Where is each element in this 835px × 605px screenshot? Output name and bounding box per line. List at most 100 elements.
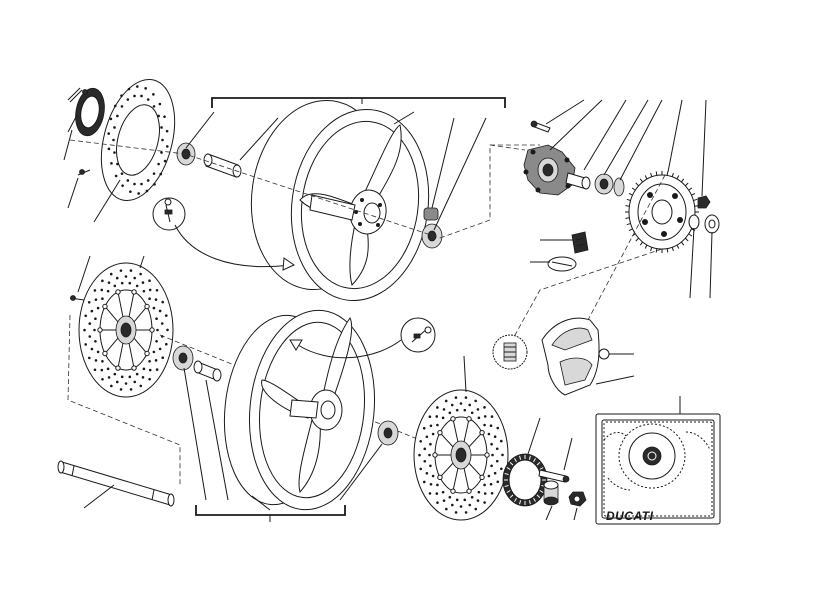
disc-hole (450, 403, 454, 407)
sprocket-cover-plate: DUCATI (595, 413, 721, 525)
disc-rivet (466, 488, 472, 494)
sprocket-tooth (644, 175, 648, 180)
disc-hole (444, 399, 448, 403)
disc-hole (144, 87, 147, 90)
disc-hole (493, 435, 497, 438)
disc-carrier-spoke (117, 291, 124, 317)
disc-rivet (144, 303, 150, 310)
disc-hole (106, 367, 110, 371)
disc-hole (83, 328, 86, 332)
sprocket-tooth (625, 205, 630, 207)
disc-hole (483, 406, 486, 409)
disc-hole (164, 314, 168, 317)
disc-hole (140, 182, 143, 186)
disc-hole (161, 300, 165, 304)
disc-hole (493, 471, 497, 475)
disc-hole (477, 416, 481, 420)
tone-wheel-slot (504, 473, 509, 476)
sprocket-tooth (684, 237, 689, 242)
disc-hole (126, 98, 130, 101)
disc-hole (148, 297, 151, 301)
sprocket-tooth (688, 233, 693, 237)
disc-rivet (115, 365, 121, 371)
disc-hole (454, 396, 458, 399)
disc-hole (101, 279, 104, 283)
disc-hole (129, 190, 132, 193)
sprocket-tooth (639, 241, 644, 246)
disc-hole (154, 298, 158, 301)
disc-hole (489, 424, 493, 428)
disc-hole (120, 172, 124, 175)
brand-logo-text: DUCATI (606, 509, 654, 523)
disc-hole (110, 162, 113, 165)
disc-carrier-spoke (117, 343, 124, 369)
front-brake-disc-left (69, 262, 174, 398)
disc-hole (429, 442, 432, 446)
disc-hole (490, 442, 493, 446)
sprocket-tooth (635, 237, 640, 242)
disc-hole (94, 339, 97, 343)
disc-hole (156, 328, 159, 332)
front-wheel (223, 309, 376, 511)
sprocket-tooth (635, 182, 640, 187)
disc-rivet (450, 488, 456, 494)
disc-hole (100, 368, 104, 372)
disc-hole (101, 297, 104, 301)
sprocket-tooth (626, 222, 631, 226)
disc-hole (496, 480, 500, 484)
disc-hole (106, 289, 110, 293)
disc-hole (419, 439, 422, 443)
disc-hole (110, 384, 113, 388)
disc-hole (139, 272, 142, 276)
sprocket-tooth (631, 187, 636, 191)
sprocket-tooth (625, 217, 630, 219)
disc-hole (135, 284, 139, 288)
disc-hole (114, 174, 118, 178)
disc-hole (152, 105, 156, 108)
disc-hole (101, 377, 104, 381)
disc-hole (468, 403, 472, 407)
disc-hole (163, 159, 167, 163)
disc-hole (448, 495, 452, 499)
tone-wheel-slot (509, 461, 514, 466)
disc-rivet (97, 327, 103, 333)
chain-path (514, 174, 666, 336)
disc-hole (158, 347, 162, 351)
disc-hole (112, 138, 115, 142)
disc-hole (476, 408, 480, 411)
sprocket-tooth (626, 198, 631, 202)
disc-hole (109, 272, 113, 276)
disc-hole (436, 501, 439, 504)
disc-hole (425, 472, 429, 475)
disc-hole (455, 498, 459, 502)
tone-wheel-slot (539, 467, 544, 470)
sprocket-tooth (693, 198, 698, 202)
disc-hole (148, 377, 151, 381)
disc-hole (84, 343, 88, 346)
disc-hole (113, 104, 117, 108)
sprocket-tooth (650, 172, 653, 177)
disc-hole (454, 511, 458, 514)
disc-hole (115, 276, 119, 280)
sprocket-tooth (666, 248, 669, 253)
disc-hole (94, 298, 98, 301)
tone-wheel-slot (514, 497, 517, 502)
disc-hole (464, 396, 468, 399)
disc-hole (152, 306, 156, 310)
tone-wheel-slot (536, 494, 541, 499)
disc-hole (157, 162, 160, 166)
tone-wheel-slot (506, 490, 511, 493)
disc-hole (477, 490, 481, 494)
disc-rivet (432, 452, 438, 458)
sprocket-tooth (644, 244, 648, 249)
tone-wheel-slot (528, 455, 531, 460)
disc-hole (135, 372, 139, 376)
disc-rivet (149, 327, 155, 333)
chain-guard (541, 317, 624, 396)
disc-hole (100, 288, 104, 292)
disc-hole (94, 359, 98, 362)
disc-rivet (479, 474, 485, 481)
disc-hole (470, 411, 474, 415)
disc-hole (491, 453, 494, 457)
